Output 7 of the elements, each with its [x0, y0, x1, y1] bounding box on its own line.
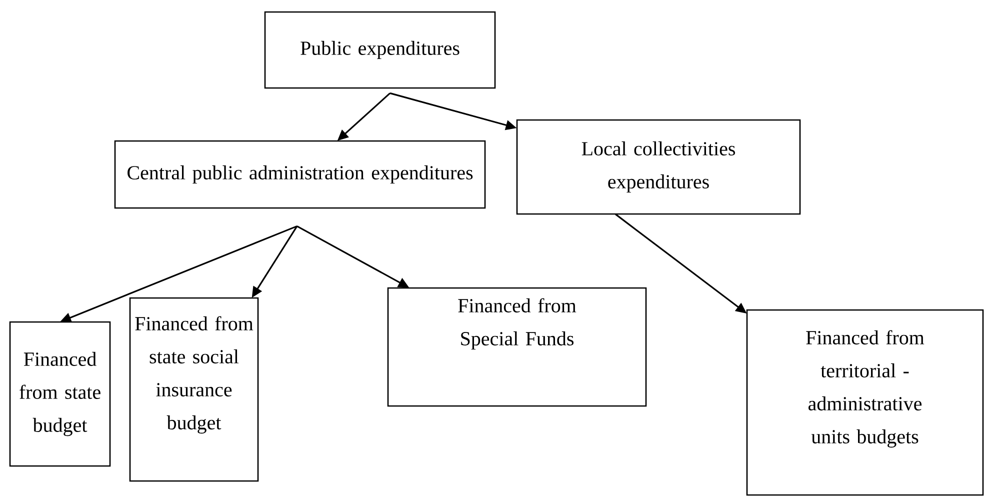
text-box: Local collectivities expenditures — [516, 119, 801, 215]
text-box: Financed from territorial - administrative units budgets — [746, 309, 984, 496]
text-box: Financed from state social insurance budget — [129, 297, 259, 482]
text-box: Public expenditures — [264, 11, 496, 89]
text-box: Financed from Special Funds — [387, 287, 647, 407]
text-box: Financed from state budget — [9, 321, 111, 467]
text-box: Central public administration expenditures — [114, 140, 486, 209]
